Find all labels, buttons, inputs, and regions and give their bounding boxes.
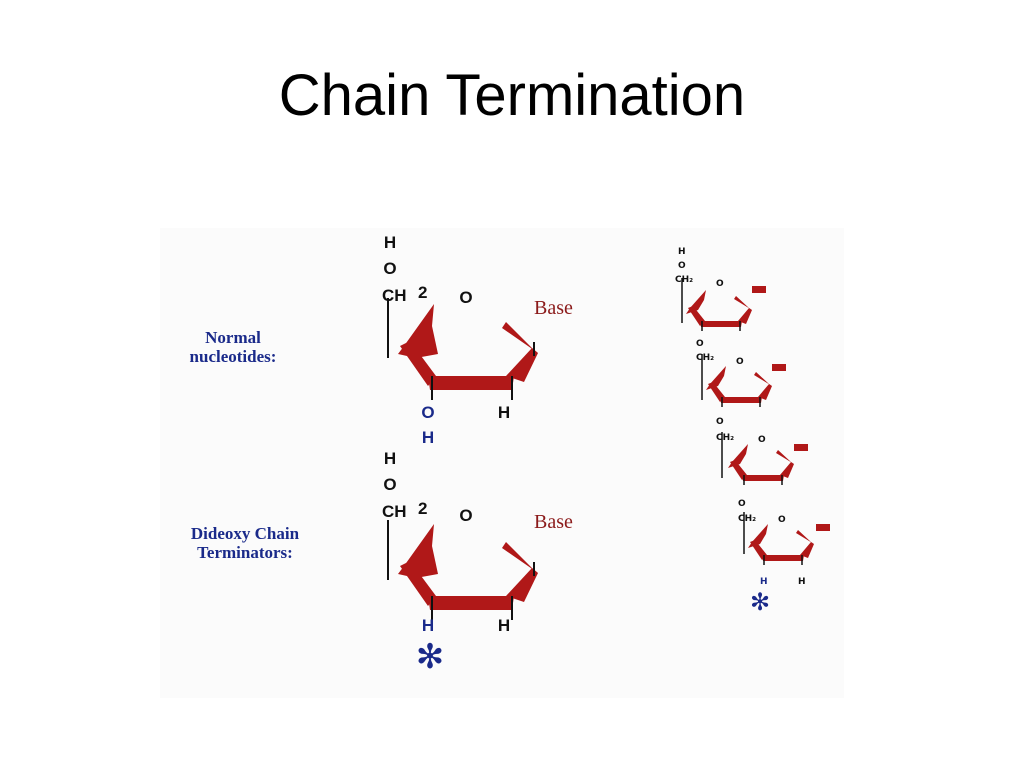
chain-4-o: O [738,499,746,509]
structures-canvas: H O CH 2 O Base O H H H O CH 2 O Base H … [382,233,830,677]
normal-o-top: O [383,259,396,278]
dideoxy-2-hydrogen: H [498,616,510,635]
normal-ring-oxygen: O [459,288,472,307]
normal-nucleotides-label: Normal nucleotides: [178,328,288,366]
chain-2-ring-o: O [736,357,744,367]
chain-3-o: O [716,417,724,427]
normal-label-line-1: Normal [205,328,261,347]
normal-base: Base [534,297,573,319]
dideoxy-o-top: O [383,475,396,494]
nucleotide-figure: Normal nucleotides: Dideoxy Chain Termin… [160,228,844,698]
dideoxy-nucleotide: H O CH 2 O Base H H ✻ [382,449,573,677]
chain-3-ring-o: O [758,435,766,445]
dideoxy-label-line-2: Terminators: [197,543,293,562]
normal-ch2-subscript: 2 [418,283,427,302]
normal-3-oh-hydrogen: H [422,428,434,447]
chain-3-ch2: CH₂ [716,433,734,443]
chain-4-3-hydrogen: H [760,577,768,587]
chain-1-base-mark [752,286,766,293]
normal-ch2: CH [382,286,407,305]
normal-label-line-2: nucleotides: [189,347,277,366]
chain-1-ch2: CH₂ [675,275,693,285]
growing-chain: H O CH₂ O O CH₂ O O CH₂ O O CH₂ O [675,247,830,616]
chain-asterisk-icon: ✻ [750,588,770,616]
chain-2-o: O [696,339,704,349]
normal-nucleotide: H O CH 2 O Base O H H [382,233,573,447]
chain-2-base-mark [772,364,786,371]
dideoxy-label-line-1: Dideoxy Chain [190,524,300,543]
chain-1-o: O [678,261,686,271]
dideoxy-3-hydrogen: H [422,616,434,635]
chain-3-base-mark [794,444,808,451]
chain-1-h: H [678,247,686,257]
chain-4-ch2: CH₂ [738,514,756,524]
slide-title: Chain Termination [278,63,746,128]
normal-3-oh-oxygen: O [421,403,434,422]
normal-2-hydrogen: H [498,403,510,422]
dideoxy-ch2-subscript: 2 [418,499,427,518]
dideoxy-asterisk-icon: ✻ [416,637,445,677]
chain-4-2-hydrogen: H [798,577,806,587]
dideoxy-terminators-label: Dideoxy Chain Terminators: [170,524,320,562]
chain-4-ring-o: O [778,515,786,525]
chain-1-ring-o: O [716,279,724,289]
dideoxy-base: Base [534,511,573,533]
chain-2-ch2: CH₂ [696,353,714,363]
dideoxy-h-top: H [384,449,396,468]
normal-h-top: H [384,233,396,252]
chain-4-base-mark [816,524,830,531]
dideoxy-ring-oxygen: O [459,506,472,525]
dideoxy-ch2: CH [382,502,407,521]
